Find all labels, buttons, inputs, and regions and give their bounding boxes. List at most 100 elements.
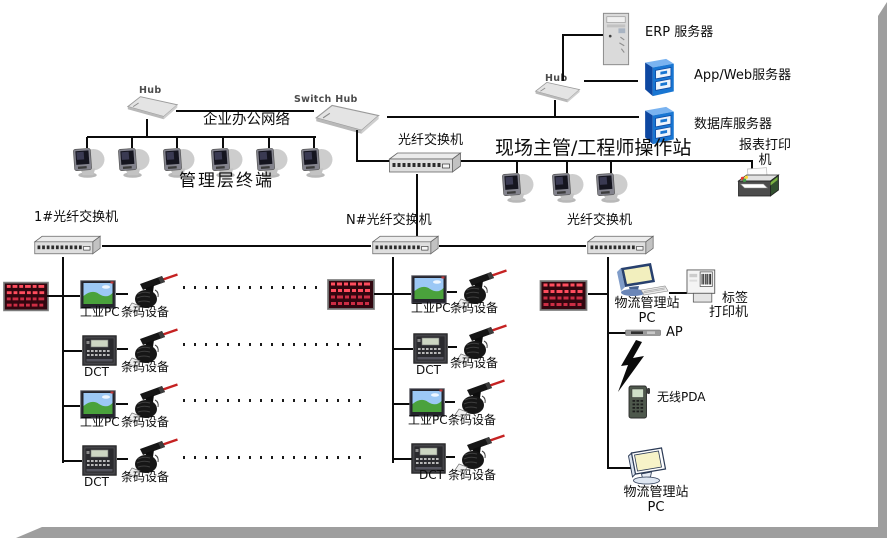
switch-bus-a bbox=[102, 245, 371, 247]
terminal-drop-1 bbox=[86, 137, 88, 148]
crt-monitor-icon bbox=[594, 172, 629, 203]
connector-c3a bbox=[394, 403, 410, 405]
label-printer-label-line2: 打印机 bbox=[709, 305, 749, 320]
terminal-drop-4 bbox=[222, 137, 224, 148]
server-hub-icon bbox=[531, 80, 585, 104]
led-display-board-icon bbox=[3, 281, 49, 312]
connector-c2a bbox=[394, 348, 413, 350]
dotted-continuation bbox=[183, 286, 323, 289]
led-display-board-icon bbox=[539, 280, 588, 311]
frame-shadow-right bbox=[878, 2, 887, 531]
connector-l3b bbox=[116, 403, 128, 405]
dotted-continuation bbox=[183, 343, 365, 346]
terminal-drop-6 bbox=[313, 137, 315, 148]
device-label: DCT bbox=[84, 475, 109, 489]
barcode-scanner-icon bbox=[453, 433, 505, 473]
switch-hub-icon bbox=[305, 102, 391, 136]
device-label: 工业PC bbox=[80, 305, 120, 319]
peripheral-label: 条码设备 bbox=[448, 468, 497, 482]
connector-hub-erp-v bbox=[562, 34, 564, 81]
connector-bottom-pc bbox=[607, 467, 632, 469]
connector-hub-switchhub bbox=[176, 110, 314, 112]
terminal-bus-line bbox=[87, 136, 316, 138]
management-terminals-caption: 管理层终端 bbox=[179, 171, 274, 191]
erp-server-label: ERP 服务器 bbox=[645, 25, 714, 40]
office-hub-icon bbox=[126, 94, 180, 121]
dotted-continuation bbox=[183, 456, 365, 459]
fiber-switch-icon bbox=[370, 234, 440, 257]
switch-hub-label: Switch Hub bbox=[294, 94, 358, 105]
database-server-label: 数据库服务器 bbox=[694, 117, 773, 132]
device-label: DCT bbox=[84, 365, 109, 379]
left-column-trunk bbox=[62, 257, 64, 463]
device-label: 工业PC bbox=[80, 415, 120, 429]
connector-ap bbox=[607, 332, 627, 334]
report-printer-label: 报表打印 机 bbox=[727, 138, 803, 169]
connector-l1a bbox=[64, 295, 80, 297]
terminal-drop-5 bbox=[268, 137, 270, 148]
fiber-switch-N-label: N#光纤交换机 bbox=[346, 213, 432, 228]
crt-monitor-icon bbox=[116, 147, 151, 178]
terminal-drop-3 bbox=[176, 137, 178, 148]
appweb-server-label: App/Web服务器 bbox=[694, 68, 792, 83]
pda-icon bbox=[624, 385, 653, 419]
connector-led2 bbox=[374, 293, 393, 295]
printer-drop bbox=[751, 161, 753, 172]
label-printer-icon bbox=[685, 268, 725, 305]
office-hub-label: Hub bbox=[139, 85, 162, 96]
connector-hub-erp-h bbox=[562, 34, 603, 36]
connector-c3b bbox=[445, 401, 455, 403]
dct-terminal-icon bbox=[82, 445, 117, 476]
barcode-scanner-icon bbox=[453, 378, 505, 418]
connector-hub-terminalbus bbox=[146, 119, 148, 137]
frame-shadow-bottom bbox=[16, 527, 887, 538]
station-drop-2 bbox=[566, 161, 568, 173]
connector-l4b bbox=[117, 458, 128, 460]
connector-switchhub-down bbox=[356, 130, 358, 162]
report-printer-label-line2: 机 bbox=[758, 152, 772, 168]
connector-l4a bbox=[64, 460, 82, 462]
peripheral-label: 条码设备 bbox=[450, 301, 499, 315]
connector-hub-dbline bbox=[554, 100, 556, 117]
crt-monitor-icon bbox=[500, 172, 535, 203]
ap-label: AP bbox=[666, 325, 683, 340]
connector-c1a bbox=[394, 293, 411, 295]
label-printer-label-line1: 标签 bbox=[722, 291, 749, 306]
connector-fiberswitch-swN bbox=[416, 174, 418, 237]
connector-c2b bbox=[448, 346, 457, 348]
connector-led3 bbox=[588, 293, 608, 295]
fiber-switch-1-label: 1#光纤交换机 bbox=[34, 210, 119, 225]
center-column-trunk bbox=[392, 257, 394, 463]
connector-c4b bbox=[446, 456, 455, 458]
operator-station-title: 现场主管/工程师操作站 bbox=[495, 137, 692, 159]
report-printer-icon bbox=[734, 167, 783, 205]
terminal-drop-2 bbox=[131, 137, 133, 148]
station-drop-1 bbox=[516, 161, 518, 173]
device-label: DCT bbox=[416, 363, 441, 377]
fiber-switch-icon bbox=[585, 234, 655, 257]
fiber-switch-icon bbox=[32, 234, 102, 257]
device-label: DCT bbox=[419, 468, 444, 482]
dct-terminal-icon bbox=[413, 333, 448, 364]
logistics-station-pc-bottom-label: 物流管理站 PC bbox=[617, 485, 695, 516]
connector-l2a bbox=[64, 350, 82, 352]
peripheral-label: 条码设备 bbox=[121, 415, 170, 429]
tower-server-icon bbox=[601, 11, 632, 67]
connector-pc-labelprinter bbox=[669, 292, 687, 294]
connector-c4a bbox=[394, 458, 412, 460]
fiber-switch-3-label: 光纤交换机 bbox=[567, 213, 633, 228]
fiber-switch-icon bbox=[386, 151, 463, 175]
peripheral-label: 条码设备 bbox=[121, 305, 170, 319]
industrial-pc-icon bbox=[411, 275, 447, 304]
dct-terminal-icon bbox=[82, 335, 117, 366]
connector-switchhub-servers bbox=[387, 116, 639, 118]
logistics-station-pc-bottom-line2: PC bbox=[647, 499, 665, 515]
peripheral-label: 条码设备 bbox=[121, 470, 170, 484]
device-label: 工业PC bbox=[408, 413, 448, 427]
desktop-pc-icon bbox=[610, 262, 670, 298]
logistics-station-pc-line1: 物流管理站 bbox=[614, 296, 680, 311]
peripheral-label: 条码设备 bbox=[121, 360, 170, 374]
office-network-label: 企业办公网络 bbox=[203, 112, 290, 128]
device-label: 工业PC bbox=[411, 301, 451, 315]
